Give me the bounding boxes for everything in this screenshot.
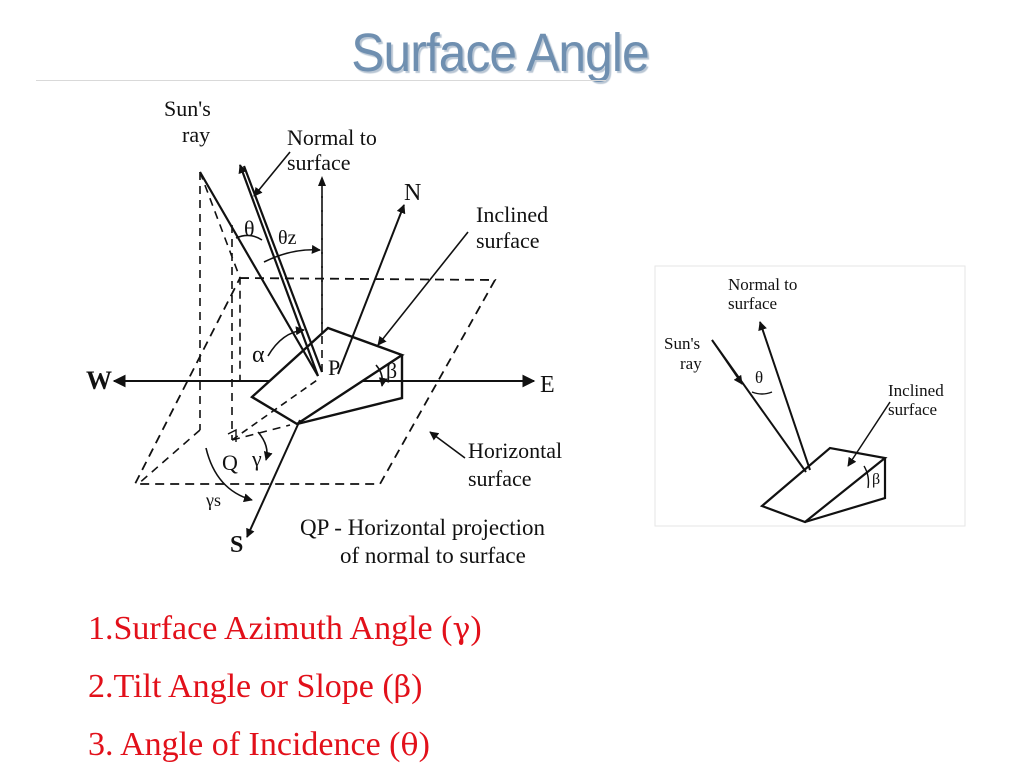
horizontal-label-pointer xyxy=(429,431,466,459)
suns-ray-line xyxy=(199,171,319,377)
north-arrow xyxy=(337,204,406,375)
label-suns-ray-line2: ray xyxy=(182,122,210,147)
inset-label-theta: θ xyxy=(755,368,763,387)
surface-normal-line-2 xyxy=(242,165,324,373)
label-theta: θ xyxy=(244,216,255,241)
label-point-p: P xyxy=(328,355,340,380)
inset-label-beta: β xyxy=(872,471,880,488)
label-normal-line1: Normal to xyxy=(287,125,377,150)
theta-z-arc xyxy=(263,244,321,263)
label-gamma-s: γs xyxy=(205,490,221,510)
angle-item-text: 3. Angle of Incidence ( xyxy=(88,726,401,763)
label-qp-line1: QP - Horizontal projection xyxy=(300,515,546,540)
main-diagram xyxy=(112,151,536,538)
angle-list-item: 3. Angle of Incidence (θ) xyxy=(88,716,482,774)
surface-normal-line xyxy=(238,164,320,377)
label-beta: β xyxy=(386,358,397,383)
label-normal-line2: surface xyxy=(287,150,351,175)
inset-inclined-pointer xyxy=(847,401,891,467)
inset-label-inclined-line1: Inclined xyxy=(888,381,944,400)
label-inclined-line2: surface xyxy=(476,228,540,253)
label-north: N xyxy=(404,180,421,206)
angle-list: 1.Surface Azimuth Angle (γ) 2.Tilt Angle… xyxy=(88,600,482,774)
slide-title: Surface Angle xyxy=(351,23,649,83)
label-horizontal-line1: Horizontal xyxy=(468,438,562,463)
angle-item-text: 2.Tilt Angle or Slope ( xyxy=(88,668,394,705)
inclined-label-pointer xyxy=(377,231,469,346)
angle-item-close: ) xyxy=(470,610,482,647)
label-qp-line2: of normal to surface xyxy=(340,543,526,568)
normal-label-pointer xyxy=(253,151,291,197)
label-horizontal-line2: surface xyxy=(468,466,532,491)
gamma-arc xyxy=(257,431,273,461)
inset-diagram-labels: Normal to surface Sun's ray θ Inclined s… xyxy=(664,275,944,488)
inset-suns-ray-pointer xyxy=(711,339,743,385)
inset-label-normal-line1: Normal to xyxy=(728,275,797,294)
label-alpha: α xyxy=(252,342,265,368)
south-arrow xyxy=(246,419,301,538)
qp-projection-line xyxy=(231,377,321,441)
inset-label-inclined-line2: surface xyxy=(888,400,937,419)
label-south: S xyxy=(230,532,243,558)
vertical-plane-lower xyxy=(136,424,291,486)
beta-arc xyxy=(375,364,388,387)
main-diagram-labels: Sun's ray Normal to surface N Inclined s… xyxy=(86,96,562,568)
inset-diagram xyxy=(654,265,966,527)
inset-beta-arc xyxy=(863,465,870,489)
label-east: E xyxy=(540,372,555,398)
label-inclined-line1: Inclined xyxy=(476,202,548,227)
angle-item-text: 1.Surface Azimuth Angle ( xyxy=(88,610,453,647)
right-angle-mark xyxy=(227,428,237,442)
label-west: W xyxy=(86,366,112,395)
label-gamma: γ xyxy=(251,446,262,471)
angle-item-close: ) xyxy=(418,726,430,763)
label-point-q: Q xyxy=(222,450,238,475)
angle-item-symbol: γ xyxy=(452,612,471,647)
angle-list-item: 1.Surface Azimuth Angle (γ) xyxy=(88,600,482,658)
angle-item-symbol: θ xyxy=(400,728,419,763)
inset-label-normal-line2: surface xyxy=(728,294,777,313)
label-suns-ray-line1: Sun's xyxy=(164,96,211,121)
inset-label-suns-ray-line1: Sun's xyxy=(664,334,700,353)
inset-label-suns-ray-line2: ray xyxy=(680,354,702,373)
inset-theta-arc xyxy=(751,391,773,395)
title-divider xyxy=(36,80,606,81)
angle-list-item: 2.Tilt Angle or Slope (β) xyxy=(88,658,482,716)
inset-normal xyxy=(758,321,811,471)
angle-item-symbol: β xyxy=(393,670,412,705)
vertical-plane-left xyxy=(199,171,323,440)
theta-arc xyxy=(235,234,263,241)
gamma-s-arc xyxy=(205,447,253,503)
horizontal-surface-plane xyxy=(133,277,497,485)
angle-item-close: ) xyxy=(411,668,423,705)
alpha-arc xyxy=(267,326,305,357)
label-theta-z: θz xyxy=(278,227,297,249)
